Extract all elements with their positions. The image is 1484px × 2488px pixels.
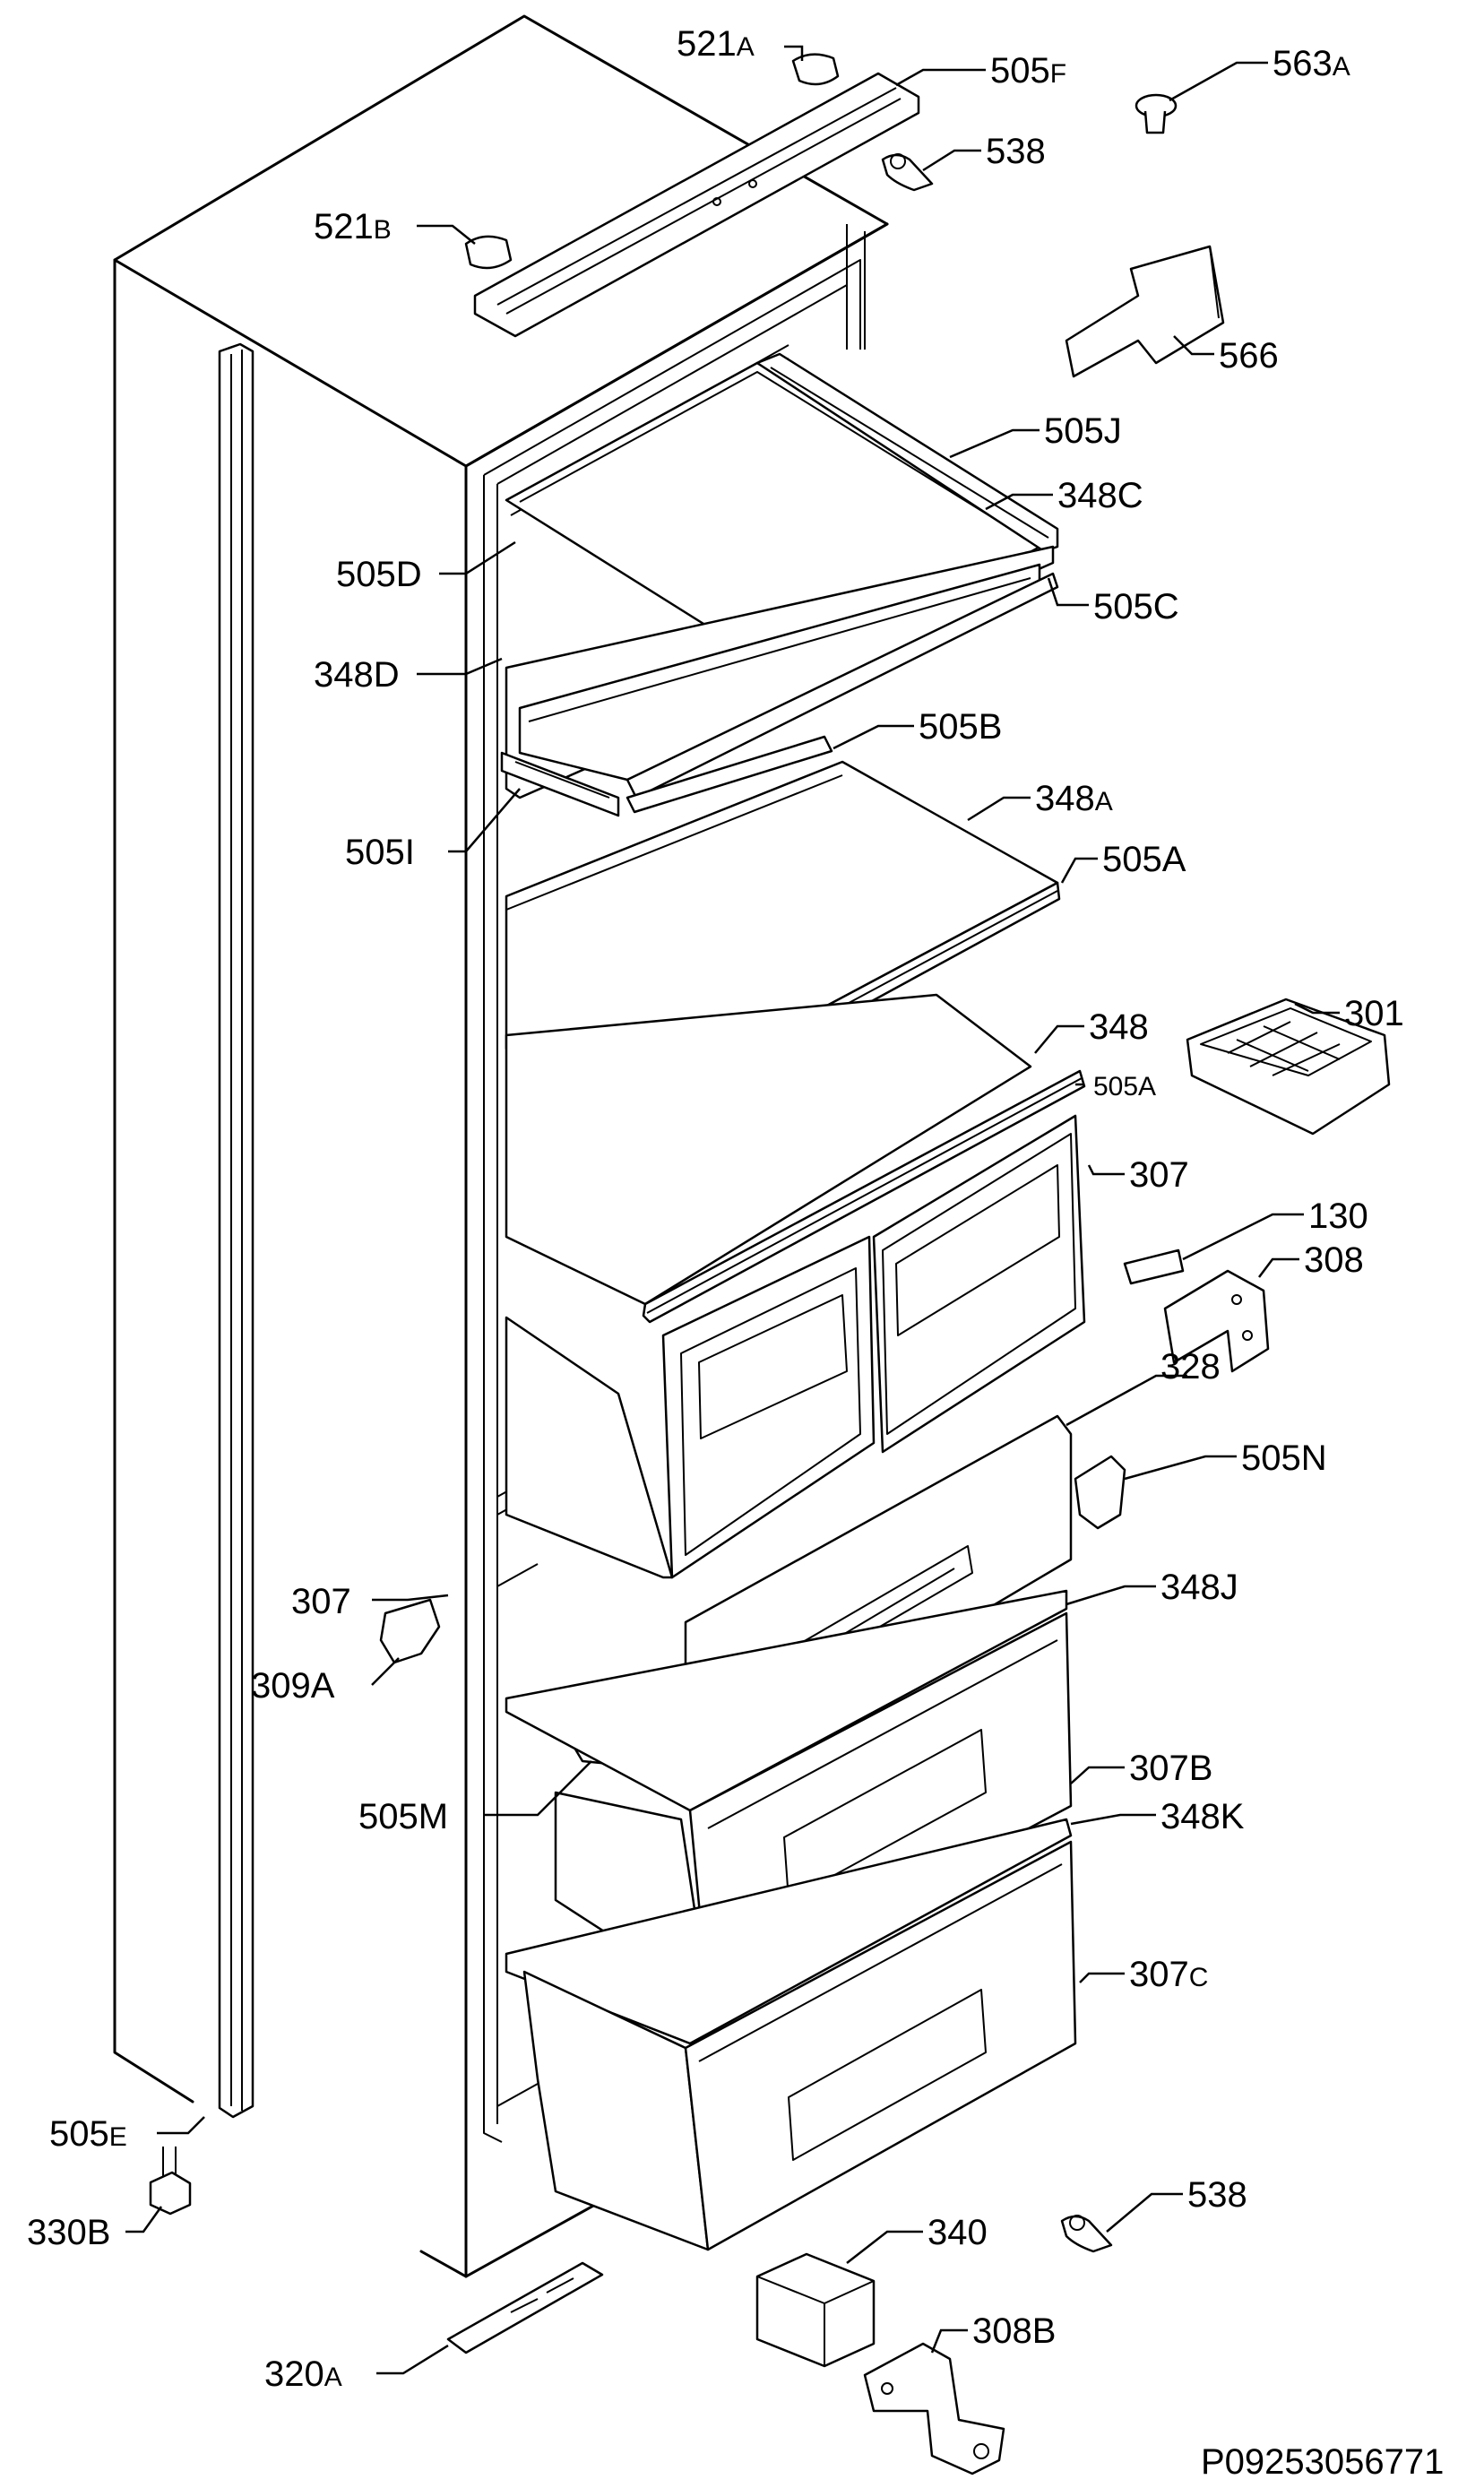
label-505c: 505C xyxy=(1093,587,1179,626)
label-307b: 307B xyxy=(1129,1749,1212,1788)
label-505e: 505E xyxy=(49,2114,127,2154)
label-307-left: 307 xyxy=(291,1582,351,1621)
label-308: 308 xyxy=(1304,1240,1364,1280)
drawing-code: P09253056771 xyxy=(1201,2442,1444,2482)
label-505a-upper: 505A xyxy=(1102,840,1186,879)
foot-330b xyxy=(149,2147,192,2216)
shelf-trim-505i xyxy=(500,751,620,817)
label-505d: 505D xyxy=(336,555,422,594)
label-307c: 307C xyxy=(1129,1955,1208,1994)
ice-tray-301 xyxy=(1186,998,1391,1136)
hinge-505n xyxy=(1074,1455,1126,1530)
label-348c: 348C xyxy=(1057,476,1143,515)
label-330b: 330B xyxy=(27,2213,110,2252)
label-538-bottom: 538 xyxy=(1187,2175,1247,2215)
label-505m: 505M xyxy=(358,1797,448,1836)
cover-cap-521a xyxy=(791,53,840,86)
label-505b: 505B xyxy=(919,707,1002,747)
label-348j: 348J xyxy=(1160,1568,1238,1607)
label-348k: 348K xyxy=(1160,1797,1245,1836)
drawer-307-upper xyxy=(505,1114,1086,1579)
shelf-rail-505j xyxy=(755,352,1059,553)
hinge-308b xyxy=(863,2342,1005,2475)
label-348: 348 xyxy=(1089,1007,1149,1047)
block-340 xyxy=(755,2252,876,2368)
shelf-trim-505c xyxy=(626,572,1059,799)
label-348d: 348D xyxy=(314,655,400,695)
bracket-309a xyxy=(379,1598,441,1664)
seal-130 xyxy=(1123,1248,1185,1285)
label-340: 340 xyxy=(928,2213,988,2252)
rail-320a xyxy=(446,2261,604,2354)
cover-cap-521b xyxy=(464,235,513,270)
label-505f: 505F xyxy=(990,51,1066,91)
shelf-348k xyxy=(505,1818,1073,2045)
leader-lines xyxy=(125,45,1340,2375)
label-505j: 505J xyxy=(1044,411,1122,451)
shelf-348 xyxy=(505,993,1032,1306)
label-505a-lower: 505A xyxy=(1093,1072,1156,1101)
top-hinge-505f xyxy=(473,72,920,338)
label-309a: 309A xyxy=(251,1666,335,1706)
label-308b: 308B xyxy=(972,2311,1056,2351)
label-301: 301 xyxy=(1344,994,1404,1033)
shelf-trim-505a-lower xyxy=(642,1069,1086,1324)
label-328: 328 xyxy=(1160,1347,1221,1387)
label-505n: 505N xyxy=(1241,1438,1327,1478)
label-538-top: 538 xyxy=(986,132,1046,171)
bushing-538-top xyxy=(881,153,934,192)
bracket-566 xyxy=(1065,245,1225,378)
shelf-348j xyxy=(505,1589,1068,1812)
label-521b: 521B xyxy=(314,207,392,246)
label-563a: 563A xyxy=(1273,44,1350,83)
screw-563a xyxy=(1135,93,1178,134)
label-505i: 505I xyxy=(345,833,415,872)
label-307-right: 307 xyxy=(1129,1155,1189,1195)
shelf-trim-505b xyxy=(626,735,833,814)
bushing-538-bottom xyxy=(1060,2215,1113,2253)
drawer-307c xyxy=(522,1840,1077,2251)
label-566: 566 xyxy=(1219,336,1279,376)
hinge-308 xyxy=(1163,1269,1270,1373)
label-521a: 521A xyxy=(677,24,755,64)
part-labels: 521A 505F 563A 538 521B 566 505J 348C 50… xyxy=(27,24,1444,2482)
label-348a: 348A xyxy=(1035,779,1113,818)
label-320a: 320A xyxy=(264,2354,342,2394)
label-130: 130 xyxy=(1308,1196,1368,1236)
